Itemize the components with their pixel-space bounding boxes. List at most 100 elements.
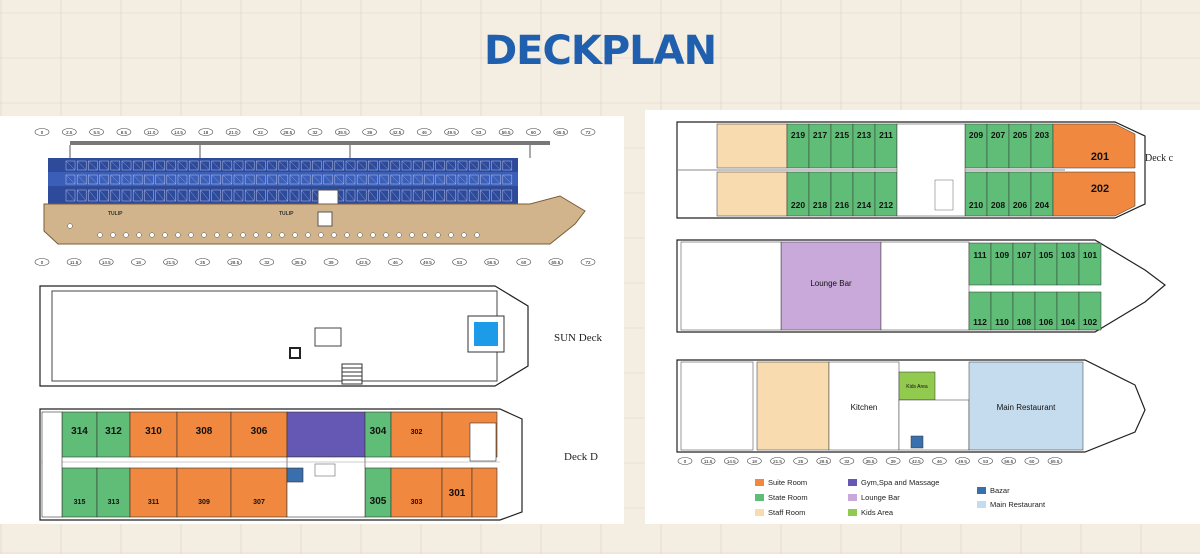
porthole xyxy=(110,232,116,238)
profile-window-hatch xyxy=(301,174,311,185)
profile-window-hatch xyxy=(177,174,188,185)
deck-b-lounge-bar xyxy=(780,241,882,331)
portholes xyxy=(67,223,480,238)
profile-window xyxy=(401,189,412,202)
deck-d-room-number: 305 xyxy=(370,496,387,507)
legend-swatch xyxy=(848,494,857,501)
deck-a-lobby xyxy=(898,399,970,451)
legend-swatch xyxy=(977,501,986,508)
legend-item-gym: Gym,Spa and Massage xyxy=(848,478,939,487)
legend-item-kids: Kids Area xyxy=(848,508,893,517)
profile-window xyxy=(121,189,132,202)
deck-a-main-restaurant xyxy=(968,361,1084,451)
deck-d-cabin xyxy=(176,411,232,458)
deck-d-cabin xyxy=(471,467,498,518)
profile-window-hatch xyxy=(357,160,367,171)
profile-window xyxy=(446,189,457,202)
profile-window xyxy=(345,160,356,171)
deck-d-lobby xyxy=(286,456,366,518)
deck-d-cabin xyxy=(364,411,392,458)
profile-window-hatch xyxy=(345,174,356,185)
porthole xyxy=(435,232,441,238)
profile-window xyxy=(188,189,199,202)
profile-window-hatch xyxy=(256,160,266,171)
profile-window xyxy=(278,174,289,185)
profile-window xyxy=(267,174,277,185)
frame-label: 46 xyxy=(393,260,399,265)
frame-marker xyxy=(420,258,435,266)
profile-window-hatch xyxy=(88,174,98,185)
profile-window-hatch xyxy=(144,174,154,185)
profile-window xyxy=(312,174,322,185)
profile-window xyxy=(502,189,513,202)
profile-window-hatch xyxy=(65,174,76,185)
frame-marker xyxy=(747,457,762,465)
frame-marker xyxy=(334,128,350,136)
sun-canopy xyxy=(70,141,550,145)
legend-item-suite: Suite Room xyxy=(755,478,807,487)
profile-window-hatch xyxy=(88,189,98,202)
profile-window xyxy=(88,160,98,171)
profile-window-hatch xyxy=(480,189,490,202)
profile-window xyxy=(424,160,434,171)
frame-label: 0 xyxy=(41,260,44,265)
profile-window xyxy=(368,174,378,185)
profile-window-hatch xyxy=(301,189,311,202)
frame-marker xyxy=(526,128,541,136)
profile-window-hatch xyxy=(491,160,501,171)
profile-window-hatch xyxy=(65,160,76,171)
profile-window xyxy=(435,160,445,171)
profile-window xyxy=(401,160,412,171)
frame-label: 39 xyxy=(329,260,335,265)
deck-d-cabin xyxy=(286,411,366,458)
deck-c-room-number: 204 xyxy=(1035,200,1049,210)
frame-marker xyxy=(387,258,403,266)
deck-d-cabin xyxy=(61,411,98,458)
profile-window-hatch xyxy=(502,160,512,171)
profile-window-hatch xyxy=(222,174,232,185)
profile-window-hatch xyxy=(401,160,412,171)
profile-window-hatch xyxy=(435,160,445,171)
porthole xyxy=(344,232,350,238)
frame-label: 11.5 xyxy=(70,260,79,265)
frame-label: 14.5 xyxy=(174,130,183,135)
frame-label: 56.5 xyxy=(487,260,496,265)
profile-window-hatch xyxy=(200,174,210,185)
profile-window-hatch xyxy=(502,174,512,185)
profile-window xyxy=(289,174,300,185)
legend: Suite Room State Room Staff Room Gym,Spa… xyxy=(755,476,1085,524)
profile-window-hatch xyxy=(144,189,154,202)
porthole xyxy=(266,232,272,238)
profile-window-hatch xyxy=(390,174,400,185)
frame-marker xyxy=(163,258,178,266)
profile-window xyxy=(379,174,389,185)
porthole xyxy=(149,232,155,238)
deck-c-room-number: 220 xyxy=(791,200,805,210)
profile-window xyxy=(132,160,143,171)
profile-window-hatch xyxy=(222,189,232,202)
frame-marker xyxy=(816,457,832,465)
profile-window xyxy=(412,189,423,202)
deck-c-room-number: 214 xyxy=(857,200,871,210)
profile-window-hatch xyxy=(368,174,378,185)
frame-label: 60 xyxy=(521,260,527,265)
profile-window-hatch xyxy=(323,160,333,171)
profile-window xyxy=(144,160,154,171)
deck-d-room-number: 304 xyxy=(370,426,387,437)
profile-window-hatch xyxy=(289,189,300,202)
profile-door-window xyxy=(317,189,339,205)
profile-window-hatch xyxy=(469,160,479,171)
profile-window xyxy=(334,160,345,171)
ship-logo-text-2: TULIP xyxy=(279,211,294,217)
deck-b-cabin xyxy=(1078,242,1102,286)
deck-d-stair-block xyxy=(469,422,497,462)
profile-window xyxy=(166,160,177,171)
profile-window-hatch xyxy=(211,174,221,185)
profile-window xyxy=(356,160,367,171)
profile-window-hatch xyxy=(379,174,389,185)
deck-d-room-number: 313 xyxy=(108,499,120,506)
profile-window-hatch xyxy=(435,174,445,185)
deck-b-service-area xyxy=(680,241,782,331)
